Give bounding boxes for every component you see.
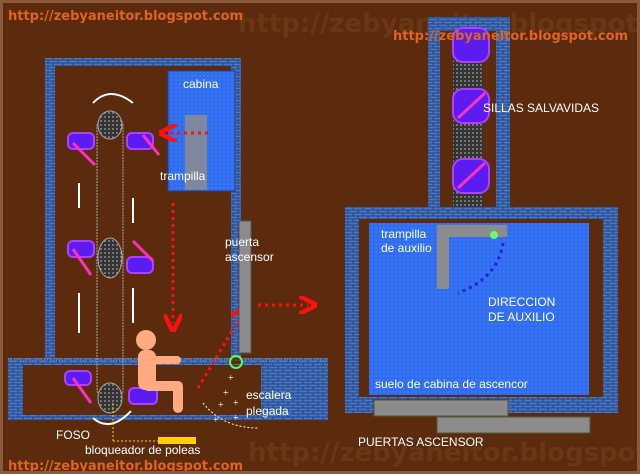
- label-de-auxilio-dir: DE AUXILIO: [488, 310, 555, 324]
- svg-text:+: +: [218, 400, 224, 411]
- elevator-door-left: [238, 220, 252, 354]
- label-sillas: SILLAS SALVAVIDAS: [483, 101, 600, 115]
- svg-text:+: +: [228, 373, 234, 384]
- label-suelo: suelo de cabina de ascencor: [375, 377, 528, 391]
- trapdoor: [185, 115, 207, 190]
- motion-arrows: [78, 93, 134, 426]
- elevator-door-1: [373, 399, 509, 417]
- label-puerta: puerta: [225, 235, 260, 249]
- label-de-auxilio: de auxilio: [381, 241, 432, 255]
- watermark-bottom-left: http://zebyaneitor.blogspot.com: [8, 459, 244, 474]
- watermark-top-left: http://zebyaneitor.blogspot.com: [8, 9, 244, 24]
- right-shaft: [345, 207, 618, 434]
- label-cabina: cabina: [183, 77, 219, 91]
- cabin-floor: [369, 223, 589, 395]
- label-trampilla-auxilio: trampilla: [381, 227, 427, 241]
- rescue-seats-left: [64, 132, 158, 405]
- label-plegada: plegada: [246, 404, 289, 418]
- watermark-background-bottom: http://zebyaneitor.blogspot.com: [248, 438, 637, 468]
- watermark-top-right: http://zebyaneitor.blogspot.com: [393, 29, 629, 44]
- pulley-belt: [96, 110, 124, 414]
- svg-text:+: +: [213, 415, 219, 426]
- person: [136, 330, 183, 413]
- label-escalera: escalera: [246, 388, 292, 402]
- right-top-shaft: [428, 17, 510, 217]
- diagram-graphics: ++ ++ ++: [8, 17, 618, 444]
- label-puertas: PUERTAS ASCENSOR: [358, 435, 484, 449]
- label-direccion: DIRECCION: [488, 295, 556, 309]
- label-foso: FOSO: [56, 428, 91, 442]
- label-bloqueador: bloqueador de poleas: [85, 443, 201, 457]
- label-ascensor: ascensor: [225, 250, 274, 264]
- svg-text:+: +: [233, 413, 239, 424]
- svg-text:+: +: [233, 398, 239, 409]
- label-trampilla: trampilla: [160, 169, 206, 183]
- folded-ladder: ++ ++ ++: [213, 355, 243, 426]
- elevator-door-2: [436, 416, 591, 434]
- pulley-blocker: [158, 437, 196, 444]
- svg-text:+: +: [223, 388, 229, 399]
